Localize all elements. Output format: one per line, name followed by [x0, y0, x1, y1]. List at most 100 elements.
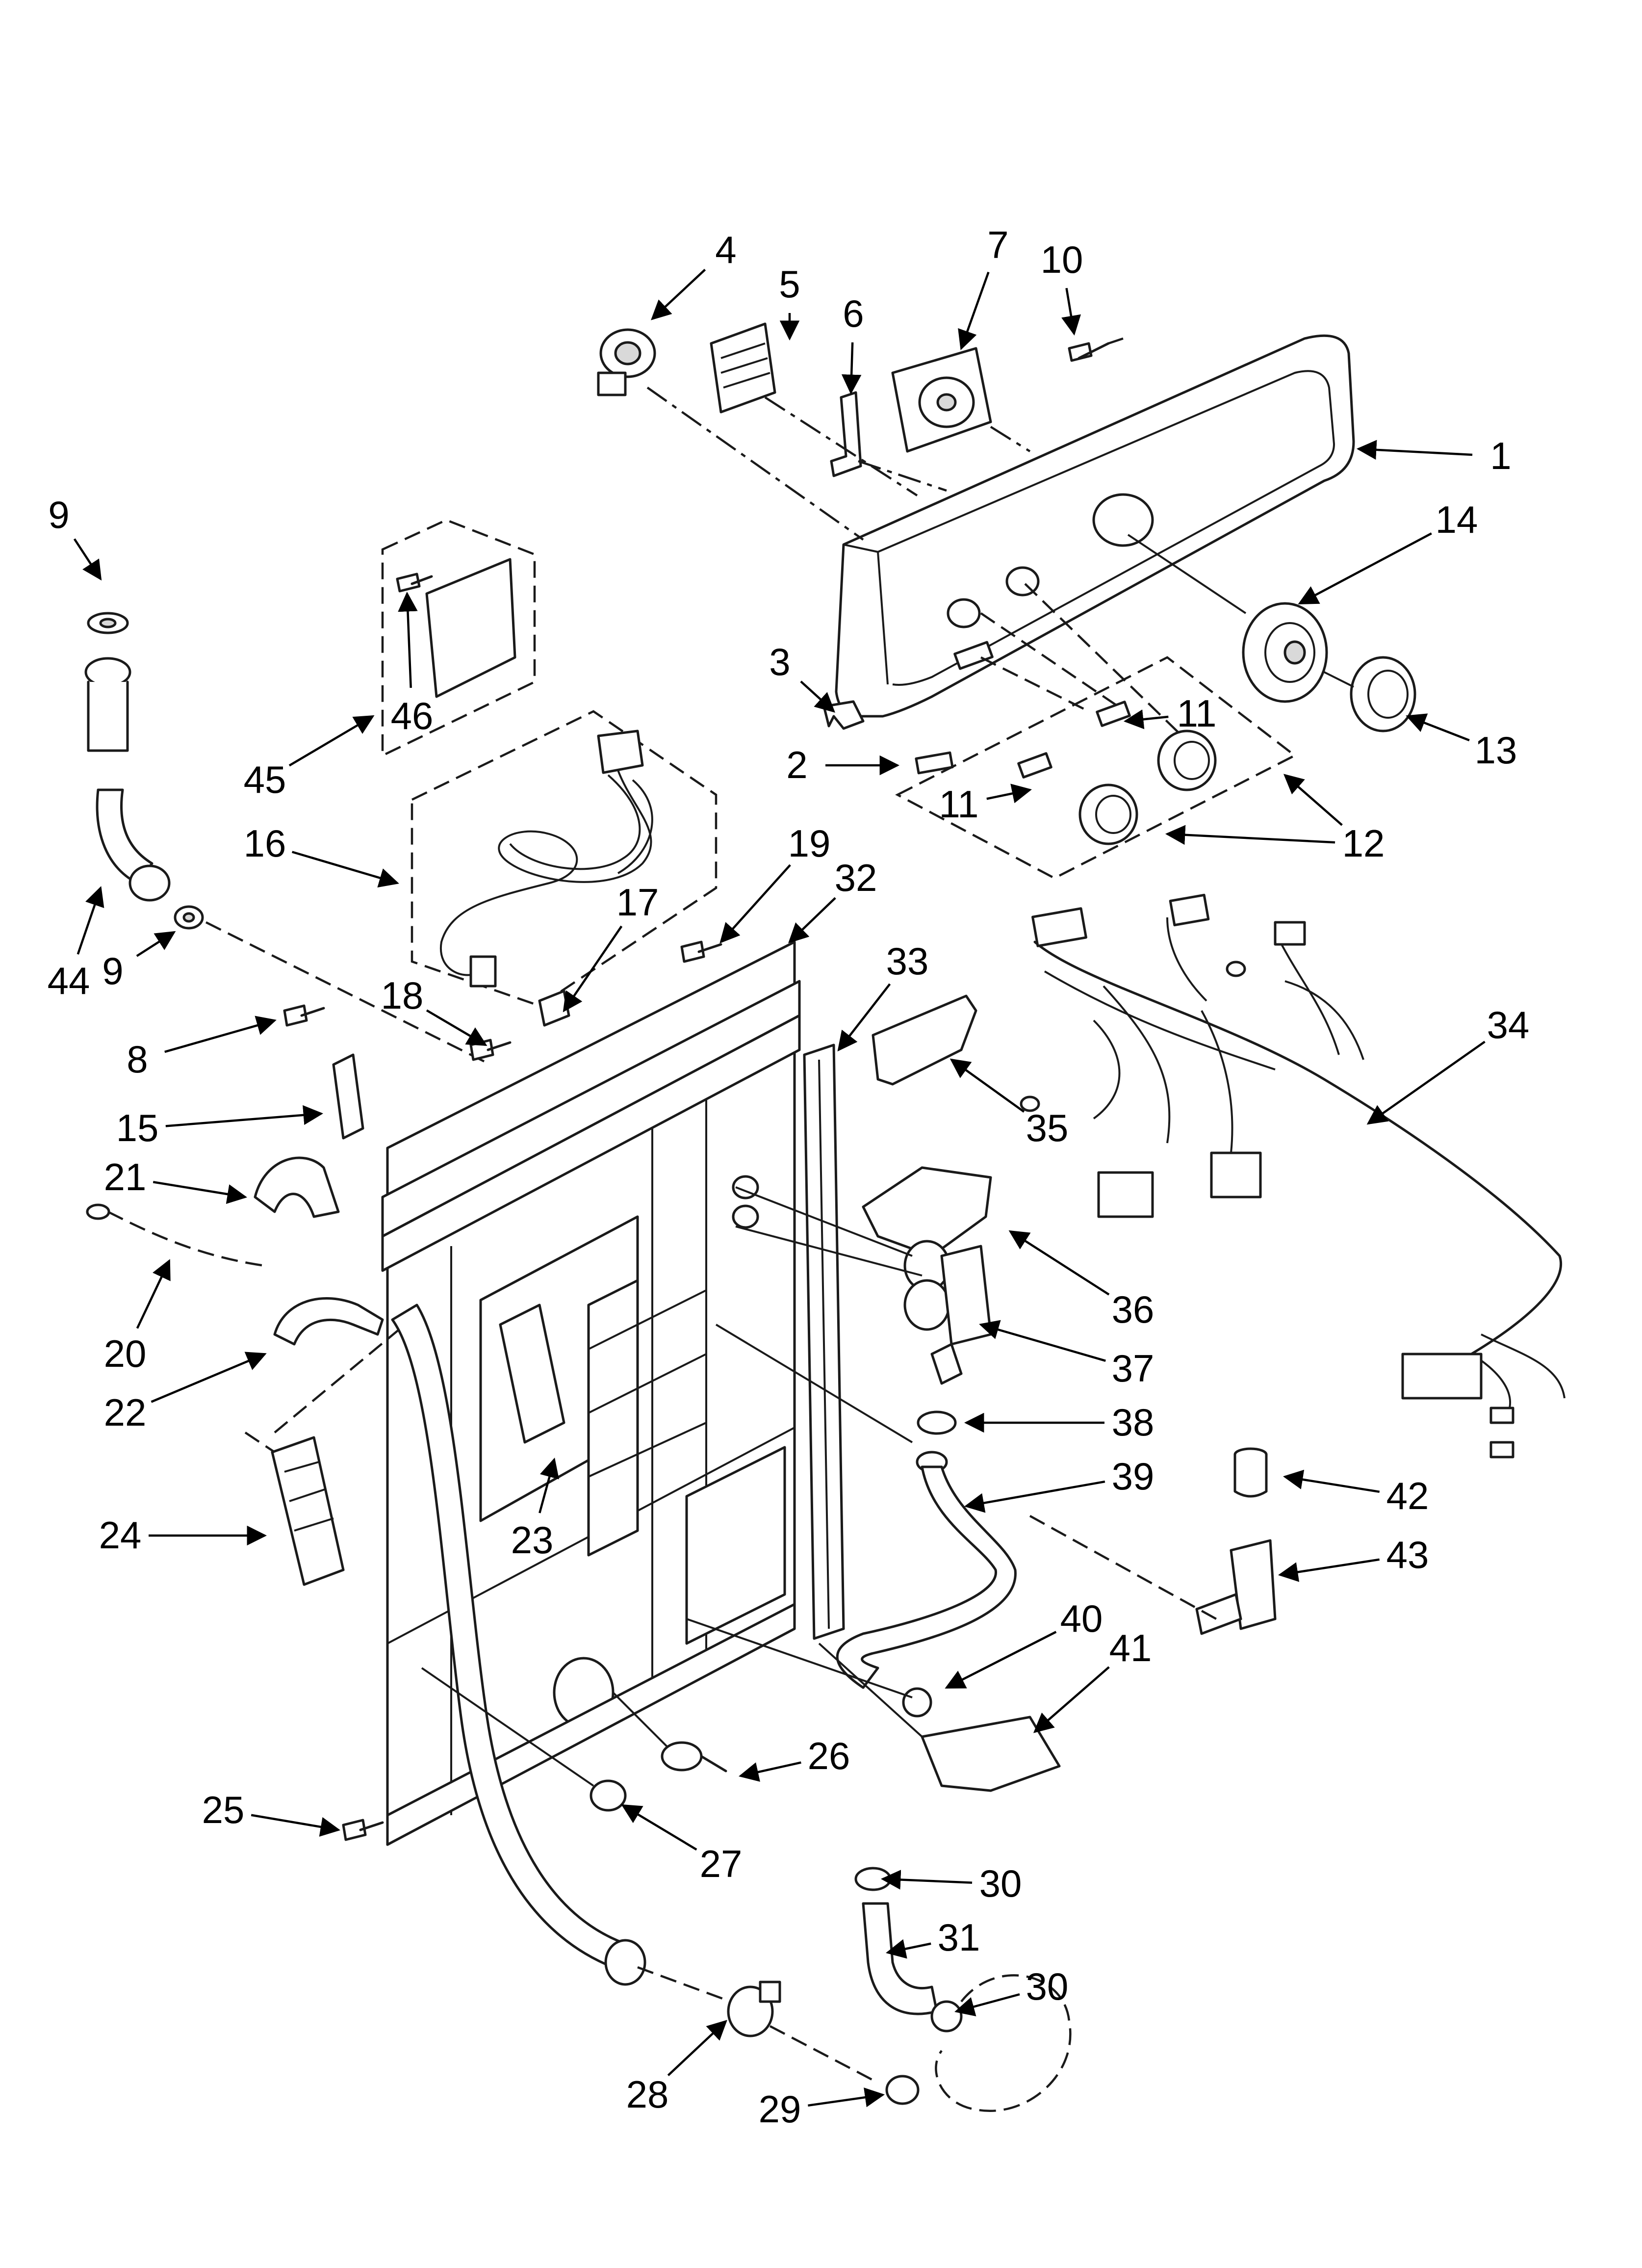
callout-arrow [151, 1352, 267, 1403]
hose-clamp-lower [902, 1687, 932, 1718]
callout-number: 11 [1177, 692, 1217, 735]
callout-arrow [77, 886, 104, 955]
left-guide-path [244, 1314, 418, 1453]
console-screw [1068, 342, 1110, 362]
callout-c28: 28 [626, 2020, 727, 2116]
callout-c16: 16 [244, 822, 399, 888]
callout-c43: 43 [1278, 1533, 1429, 1582]
valve-shield [872, 994, 977, 1086]
callout-c6: 6 [841, 292, 864, 395]
callout-arrow [1366, 1041, 1486, 1125]
callout-number: 34 [1487, 1003, 1530, 1046]
callout-number: 8 [127, 1038, 148, 1081]
callout-arrow [288, 715, 375, 767]
callout-arrow [136, 1259, 171, 1329]
callout-c24: 24 [99, 1513, 267, 1557]
callout-c17: 17 [563, 881, 659, 1013]
callout-number: 37 [1112, 1347, 1155, 1390]
callout-number: 21 [104, 1155, 147, 1199]
callout-number: 26 [808, 1734, 850, 1777]
callout-c37: 37 [979, 1320, 1155, 1390]
callout-arrow [136, 931, 176, 957]
callout-arrow [426, 1009, 487, 1046]
callout-number: 29 [759, 2087, 801, 2131]
callout-number: 27 [700, 1842, 743, 1885]
callout-c42: 42 [1283, 1469, 1429, 1517]
callout-c40: 40 [945, 1597, 1103, 1689]
callout-arrow [739, 1761, 801, 1782]
switch-bracket [830, 391, 862, 477]
plug-line [612, 1692, 668, 1747]
callout-number: 28 [626, 2073, 669, 2116]
callout-layer: 1234567899101111121213141516171819202122… [48, 223, 1530, 2131]
cover-screw [396, 573, 433, 593]
callout-arrow [251, 1814, 340, 1837]
power-cord-outline [410, 710, 718, 1007]
callout-c22: 22 [104, 1352, 267, 1434]
callout-number: 7 [987, 223, 1008, 266]
button-kit-outline [895, 583, 1297, 880]
callout-number: 2 [786, 743, 807, 786]
hose-clamp-upper [917, 1410, 957, 1435]
callout-c7: 7 [958, 223, 1009, 350]
callout-number: 31 [938, 1916, 980, 1959]
panel-screw [680, 940, 722, 963]
timer [891, 347, 992, 453]
ground-wire [86, 1203, 265, 1267]
callout-c32: 32 [788, 856, 877, 943]
pump-ghost [935, 1974, 1072, 2112]
callout-c33: 33 [837, 939, 928, 1052]
callout-number: 1 [1490, 434, 1511, 477]
callout-number: 6 [843, 292, 864, 335]
callout-arrow [1298, 532, 1432, 604]
callout-c31: 31 [886, 1916, 980, 1959]
callout-c30b: 30 [954, 1965, 1069, 2017]
callout-c11: 11 [1123, 692, 1217, 735]
callout-c3: 3 [769, 640, 835, 713]
callout-arrow [1356, 440, 1473, 460]
callout-number: 43 [1386, 1533, 1429, 1576]
timer-knob [1350, 656, 1416, 732]
callout-c11b: 11 [939, 782, 1032, 826]
callout-c2: 2 [786, 743, 900, 786]
drain-clamp-lower [885, 2075, 920, 2105]
callout-c36: 36 [1008, 1230, 1154, 1331]
timer-dial-skirt [1242, 602, 1328, 703]
callout-arrow [73, 538, 102, 581]
water-level-switch [597, 328, 656, 396]
callout-c34: 34 [1366, 1003, 1530, 1125]
valve-bracket [862, 1166, 992, 1257]
callout-arrow [954, 1993, 1020, 2017]
push-button-lower [1078, 783, 1138, 845]
callout-arrow [958, 271, 990, 350]
callout-c8: 8 [127, 1016, 277, 1081]
callout-arrow [979, 1320, 1106, 1362]
push-button-upper [1157, 730, 1217, 791]
callout-arrow [841, 342, 862, 395]
power-cord [439, 730, 653, 988]
callout-arrow [886, 1939, 931, 1959]
callout-number: 42 [1386, 1474, 1429, 1517]
clamp [590, 1779, 627, 1812]
callout-number: 14 [1436, 498, 1478, 541]
callout-c27: 27 [621, 1804, 743, 1885]
callout-number: 20 [104, 1332, 147, 1375]
plug-button [661, 1741, 727, 1773]
callout-number: 44 [48, 959, 90, 1002]
callout-arrow [1123, 709, 1169, 730]
callout-arrow [800, 680, 835, 713]
callout-number: 19 [788, 822, 831, 865]
callout-c1: 1 [1356, 434, 1512, 477]
callout-number: 30 [1026, 1965, 1069, 2008]
callout-arrow [153, 1181, 247, 1204]
top-rail [381, 980, 801, 1272]
capacitor [1233, 1447, 1268, 1498]
control-console [835, 334, 1355, 718]
callout-c25: 25 [202, 1788, 340, 1837]
callout-number: 3 [769, 640, 790, 683]
callout-arrow [1165, 825, 1335, 845]
callout-number: 12 [1342, 822, 1385, 865]
callout-number: 22 [104, 1391, 147, 1434]
callout-c4: 4 [651, 228, 737, 320]
callout-arrow [986, 783, 1032, 804]
